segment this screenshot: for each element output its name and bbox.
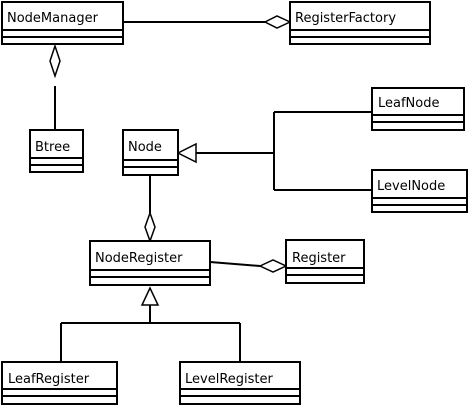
class-boxes — [1, 1, 468, 405]
class-levelregister[interactable] — [179, 361, 301, 405]
class-name-registerfactory: RegisterFactory — [295, 11, 396, 26]
aggregation-diamond-icon — [144, 210, 156, 244]
aggregation-diamond-icon — [49, 43, 61, 79]
class-register[interactable] — [285, 239, 365, 284]
generalization-triangle-icon — [140, 286, 160, 306]
class-btree[interactable] — [29, 129, 84, 173]
generalization-triangle-icon — [176, 142, 197, 164]
edge-noderegister-register — [209, 261, 261, 267]
class-name-btree: Btree — [35, 140, 70, 155]
aggregation-diamond-icon — [263, 15, 292, 29]
class-leafregister[interactable] — [1, 361, 118, 405]
class-name-leafnode: LeafNode — [378, 96, 439, 111]
class-labels: NodeManager RegisterFactory LeafNode Btr… — [7, 11, 445, 387]
class-node[interactable] — [122, 129, 179, 176]
class-registerfactory[interactable] — [289, 1, 431, 45]
class-noderegister[interactable] — [89, 240, 211, 286]
class-name-register: Register — [292, 251, 346, 266]
class-leafnode[interactable] — [371, 87, 465, 131]
class-levelnode[interactable] — [371, 169, 468, 213]
connectors — [54, 21, 372, 362]
class-name-leafregister: LeafRegister — [8, 372, 90, 387]
class-name-nodemanager: NodeManager — [7, 11, 99, 26]
class-name-node: Node — [128, 140, 162, 155]
class-nodemanager[interactable] — [1, 1, 124, 45]
class-name-levelnode: LevelNode — [377, 179, 445, 194]
class-name-noderegister: NodeRegister — [95, 251, 183, 266]
aggregation-diamond-icon — [258, 259, 288, 273]
class-name-levelregister: LevelRegister — [185, 372, 273, 387]
